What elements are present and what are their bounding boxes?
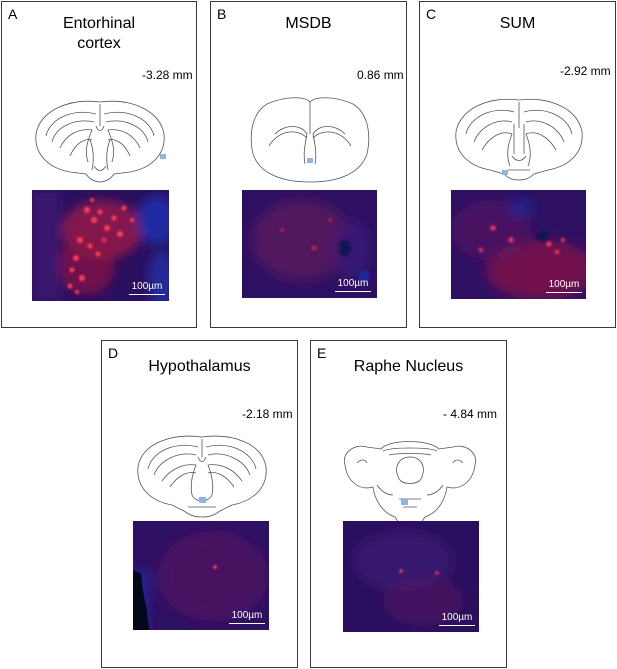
scale-bar: 100µm — [129, 279, 165, 295]
bregma-coordinate: 0.86 mm — [357, 68, 404, 82]
panel-a: A Entorhinal cortex -3.28 mm — [1, 1, 197, 328]
panel-title: MSDB — [211, 14, 406, 34]
panel-title-line-1: Entorhinal — [62, 15, 136, 32]
bregma-coordinate: -3.28 mm — [142, 68, 193, 82]
scale-bar-label: 100µm — [131, 281, 163, 292]
fluorescence-micrograph: 100µm — [32, 190, 169, 301]
panel-title-line-1: MSDB — [285, 15, 332, 32]
region-marker — [160, 154, 166, 159]
panel-letter: E — [317, 345, 327, 361]
panel-title: Hypothalamus — [102, 357, 297, 377]
scale-bar-line — [335, 291, 371, 292]
region-marker — [307, 158, 313, 163]
brain-atlas-diagram — [343, 441, 477, 524]
fluorescence-micrograph: 100µm — [133, 521, 269, 630]
panel-d: D Hypothalamus -2.18 mm — [101, 340, 298, 668]
panel-title: SUM — [420, 14, 615, 34]
scale-bar-label: 100µm — [548, 279, 580, 290]
panel-title-line-1: Hypothalamus — [148, 358, 251, 375]
panel-e: E Raphe Nucleus - 4.84 mm — [310, 340, 507, 668]
fluorescence-micrograph: 100µm — [451, 190, 586, 299]
panel-c: C SUM -2.92 mm — [419, 1, 616, 328]
scale-bar: 100µm — [439, 610, 475, 626]
scale-bar-label: 100µm — [231, 610, 263, 621]
brain-atlas-diagram — [35, 100, 166, 183]
bregma-coordinate: -2.92 mm — [560, 64, 611, 78]
panel-title: Raphe Nucleus — [311, 357, 506, 377]
scale-bar-label: 100µm — [441, 612, 473, 623]
scale-bar-label: 100µm — [337, 278, 369, 289]
panel-letter: B — [217, 6, 227, 22]
bregma-coordinate: - 4.84 mm — [443, 407, 498, 421]
panel-letter: D — [108, 345, 119, 361]
region-marker — [401, 499, 408, 505]
brain-atlas-diagram — [250, 97, 370, 183]
scale-bar: 100µm — [335, 276, 371, 292]
panel-b: B MSDB 0.86 mm — [210, 1, 407, 328]
panel-title-line-1: Raphe Nucleus — [353, 358, 464, 375]
panel-letter: C — [426, 6, 437, 22]
fluorescence-micrograph: 100µm — [242, 190, 377, 298]
region-marker — [502, 170, 508, 175]
bregma-coordinate: -2.18 mm — [242, 407, 293, 421]
region-marker — [199, 497, 206, 503]
scale-bar: 100µm — [229, 608, 265, 624]
brain-atlas-diagram — [455, 98, 583, 181]
scale-bar-line — [129, 294, 165, 295]
scale-bar-line — [546, 292, 582, 293]
panel-letter: A — [8, 6, 18, 22]
scale-bar: 100µm — [546, 277, 582, 293]
panel-title: Entorhinal cortex — [2, 14, 196, 54]
panel-title-line-1: SUM — [499, 15, 536, 32]
panel-title-line-2: cortex — [77, 35, 121, 52]
fluorescence-micrograph: 100µm — [343, 521, 479, 632]
scale-bar-line — [439, 625, 475, 626]
brain-atlas-diagram — [137, 435, 267, 518]
scale-bar-line — [229, 623, 265, 624]
